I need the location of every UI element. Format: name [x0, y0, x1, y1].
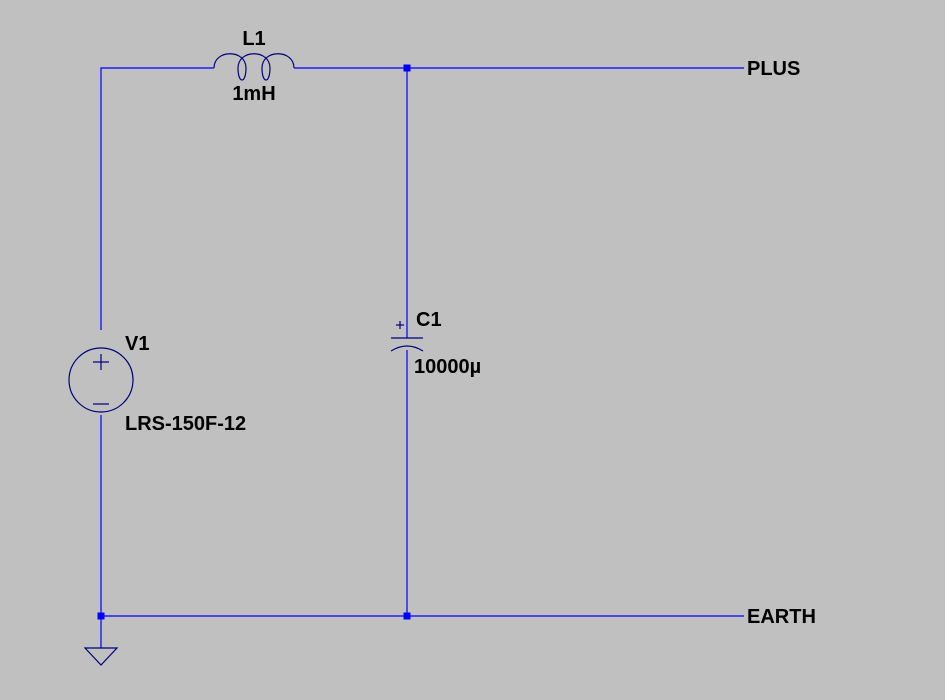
junction-earth-cap[interactable] — [403, 612, 411, 620]
capacitor-ref-label: C1 — [416, 309, 442, 331]
source-value-label: LRS-150F-12 — [125, 413, 246, 435]
junction-earth-left[interactable] — [97, 612, 105, 620]
source-ref-label: V1 — [125, 333, 149, 355]
wire-left-top[interactable] — [100, 67, 214, 330]
inductor-ref-label: L1 — [242, 28, 265, 50]
ground-symbol[interactable] — [83, 647, 119, 666]
inductor-value-label: 1mH — [232, 83, 275, 105]
inductor-l1[interactable] — [213, 53, 295, 81]
wires — [100, 67, 744, 648]
capacitor-value-label: 10000µ — [414, 356, 481, 378]
junction-plus[interactable] — [403, 64, 411, 72]
net-label-earth[interactable]: EARTH — [747, 606, 816, 628]
capacitor-c1[interactable] — [390, 321, 424, 352]
net-label-plus[interactable]: PLUS — [747, 58, 800, 80]
voltage-source-v1[interactable] — [68, 347, 134, 413]
